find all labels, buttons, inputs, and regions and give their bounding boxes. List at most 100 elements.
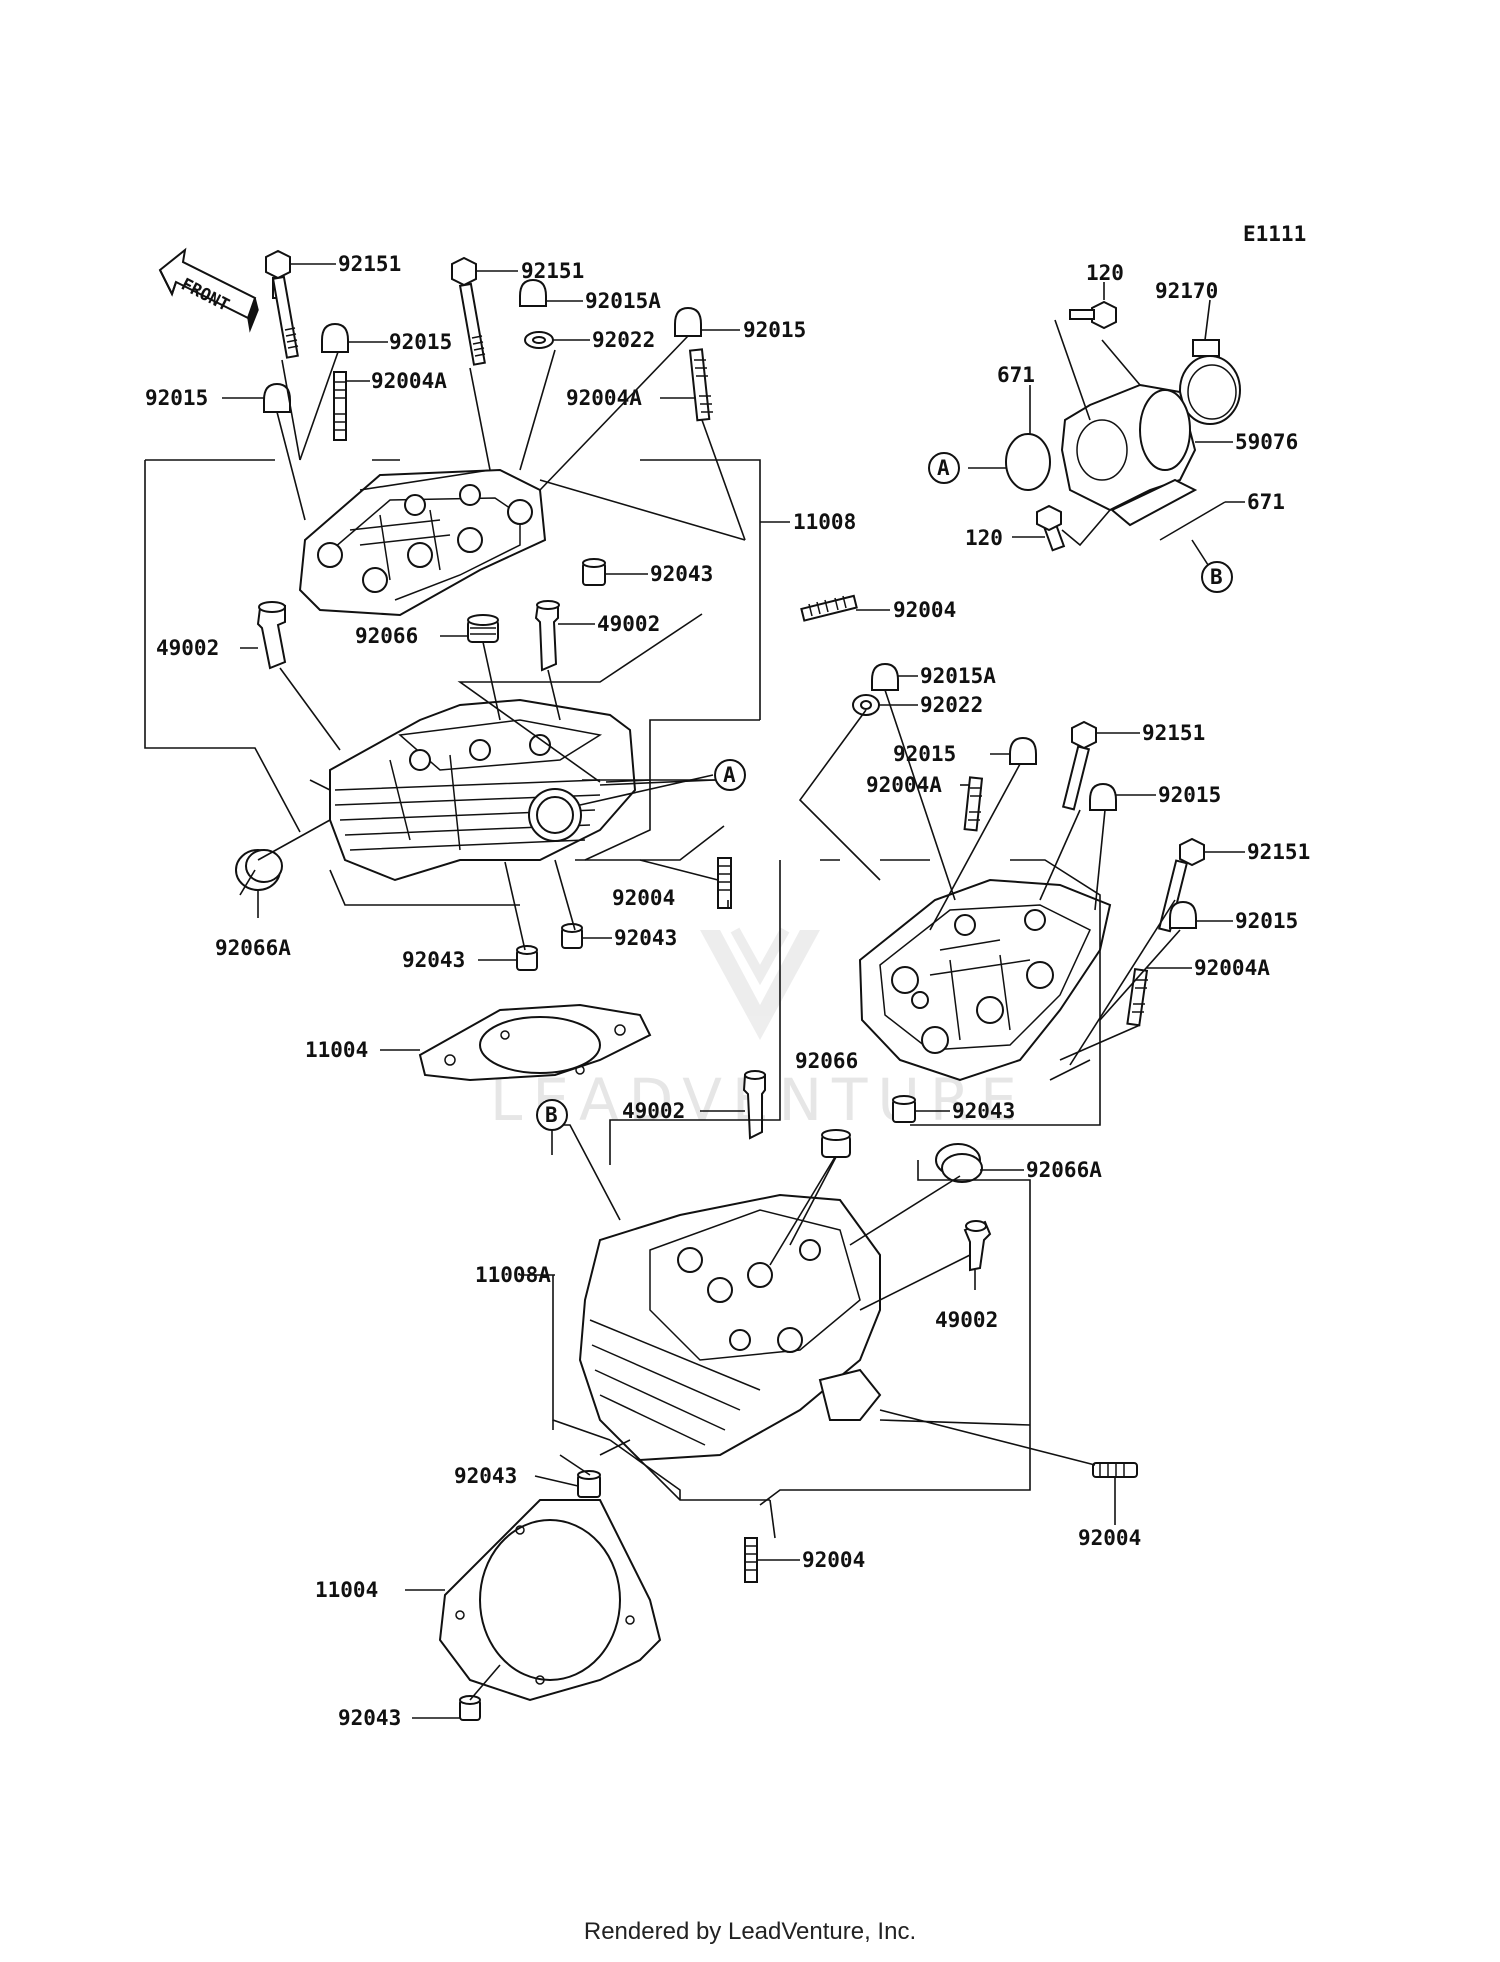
callout-label[interactable]: 92015 <box>1235 909 1298 933</box>
callout-label[interactable]: 92004 <box>1078 1526 1141 1550</box>
nut-92015-b <box>674 306 702 337</box>
callout-label[interactable]: 49002 <box>156 636 219 660</box>
stud-92004A-b <box>688 348 713 422</box>
leader-lines <box>144 263 1245 1719</box>
nut-92015-e <box>1089 782 1117 811</box>
stud-92004-d <box>744 1537 758 1583</box>
stud-92004A-a <box>333 371 347 441</box>
callout-label[interactable]: 92004 <box>612 886 675 910</box>
callout-label[interactable]: 92022 <box>920 693 983 717</box>
stud-92004A-c <box>963 776 984 832</box>
callout-label[interactable]: 92004A <box>566 386 642 410</box>
callout-label[interactable]: 92043 <box>614 926 677 950</box>
plug-49002-c <box>742 1070 766 1140</box>
callout-label[interactable]: 92015 <box>145 386 208 410</box>
cap-92066A-b <box>935 1143 983 1183</box>
stud-92004-a <box>800 594 858 622</box>
callout-label[interactable]: 92043 <box>402 948 465 972</box>
callout-label[interactable]: 120 <box>1086 261 1124 285</box>
callout-label[interactable]: 92004 <box>802 1548 865 1572</box>
gasket-11004-b <box>438 1499 662 1702</box>
water-outlet-59076 <box>1060 383 1198 527</box>
diagram-code: E1111 <box>1243 222 1306 246</box>
callout-label[interactable]: 92015A <box>585 289 661 313</box>
clamp-92170 <box>1179 339 1241 425</box>
callout-label[interactable]: 59076 <box>1235 430 1298 454</box>
marker-b-head[interactable]: B <box>536 1099 568 1131</box>
stud-92004-c <box>1092 1462 1138 1478</box>
callout-label[interactable]: 92004A <box>866 773 942 797</box>
marker-a-outlet[interactable]: A <box>928 452 960 484</box>
cylinder-head-rear <box>329 698 637 882</box>
bolt-92151-c <box>1061 720 1097 811</box>
plug-49002-d <box>963 1220 992 1272</box>
callout-label[interactable]: 11004 <box>315 1578 378 1602</box>
callout-label[interactable]: 92015 <box>389 330 452 354</box>
dowel-92043-c <box>516 945 538 971</box>
cap-92066-a <box>467 614 499 643</box>
dowel-92043-d <box>892 1095 916 1123</box>
dowel-92043-a <box>582 558 606 586</box>
callout-label[interactable]: 92015 <box>893 742 956 766</box>
gasket-671-b <box>1159 501 1226 541</box>
front-arrow-icon: FRONT <box>158 247 259 333</box>
callout-label[interactable]: 11004 <box>305 1038 368 1062</box>
callout-label[interactable]: 92043 <box>454 1464 517 1488</box>
gasket-11004-a <box>418 1003 652 1082</box>
o-ring-671-a <box>1005 433 1051 491</box>
marker-b-outlet[interactable]: B <box>1201 561 1233 593</box>
callout-label[interactable]: 92151 <box>521 259 584 283</box>
callout-label[interactable]: 92004A <box>1194 956 1270 980</box>
callout-label[interactable]: 92043 <box>952 1099 1015 1123</box>
callout-label[interactable]: 671 <box>1247 490 1285 514</box>
marker-letter: B <box>545 1103 558 1127</box>
bolt-120-b <box>1036 504 1066 552</box>
callout-label[interactable]: 92151 <box>1142 721 1205 745</box>
callout-label[interactable]: 92004 <box>893 598 956 622</box>
nut-92015-d <box>1009 736 1037 765</box>
callout-label[interactable]: 120 <box>965 526 1003 550</box>
callout-label[interactable]: 49002 <box>935 1308 998 1332</box>
callout-label[interactable]: 92170 <box>1155 279 1218 303</box>
callout-label[interactable]: 92066A <box>1026 1158 1102 1182</box>
callout-label[interactable]: 92043 <box>338 1706 401 1730</box>
callout-label[interactable]: 92066 <box>355 624 418 648</box>
bolt-120-a <box>1069 300 1117 330</box>
callout-label[interactable]: 92015 <box>743 318 806 342</box>
footer-credit: Rendered by LeadVenture, Inc. <box>583 1918 917 1945</box>
callout-label[interactable]: 11008A <box>475 1263 551 1287</box>
marker-letter: B <box>1210 565 1223 589</box>
callout-label[interactable]: 92066 <box>795 1049 858 1073</box>
nut-92015A-b <box>871 662 899 691</box>
washer-92022-b <box>852 694 880 716</box>
callout-label[interactable]: 92066A <box>215 936 291 960</box>
stud-92004A-d <box>1126 968 1149 1027</box>
callout-labels: 92151 92151 92015A 92015 92022 92015 920… <box>145 252 1310 1730</box>
marker-letter: A <box>723 763 736 787</box>
callout-label[interactable]: 49002 <box>622 1099 685 1123</box>
nut-92015-a <box>321 322 349 353</box>
callout-label[interactable]: 92043 <box>650 562 713 586</box>
callout-label[interactable]: 671 <box>997 363 1035 387</box>
callout-label[interactable]: 92151 <box>338 252 401 276</box>
cap-92066A-a <box>235 849 283 891</box>
callout-label[interactable]: 92015A <box>920 664 996 688</box>
nut-92015-f <box>1169 900 1197 929</box>
marker-a-head[interactable]: A <box>714 759 746 791</box>
callout-label[interactable]: 92022 <box>592 328 655 352</box>
cap-92066-b <box>821 1129 851 1158</box>
callout-label[interactable]: 92004A <box>371 369 447 393</box>
washer-92022 <box>524 331 554 349</box>
nut-92015-c <box>263 382 291 413</box>
callout-label[interactable]: 92151 <box>1247 840 1310 864</box>
watermark-logo <box>700 927 820 1040</box>
callout-label[interactable]: 11008 <box>793 510 856 534</box>
callout-label[interactable]: 92015 <box>1158 783 1221 807</box>
cylinder-head-front <box>858 878 1112 1082</box>
callout-label[interactable]: 49002 <box>597 612 660 636</box>
plug-49002-b <box>534 600 560 672</box>
bolt-92151-b <box>451 256 486 366</box>
plug-49002-a <box>256 601 287 670</box>
marker-letter: A <box>937 456 950 480</box>
